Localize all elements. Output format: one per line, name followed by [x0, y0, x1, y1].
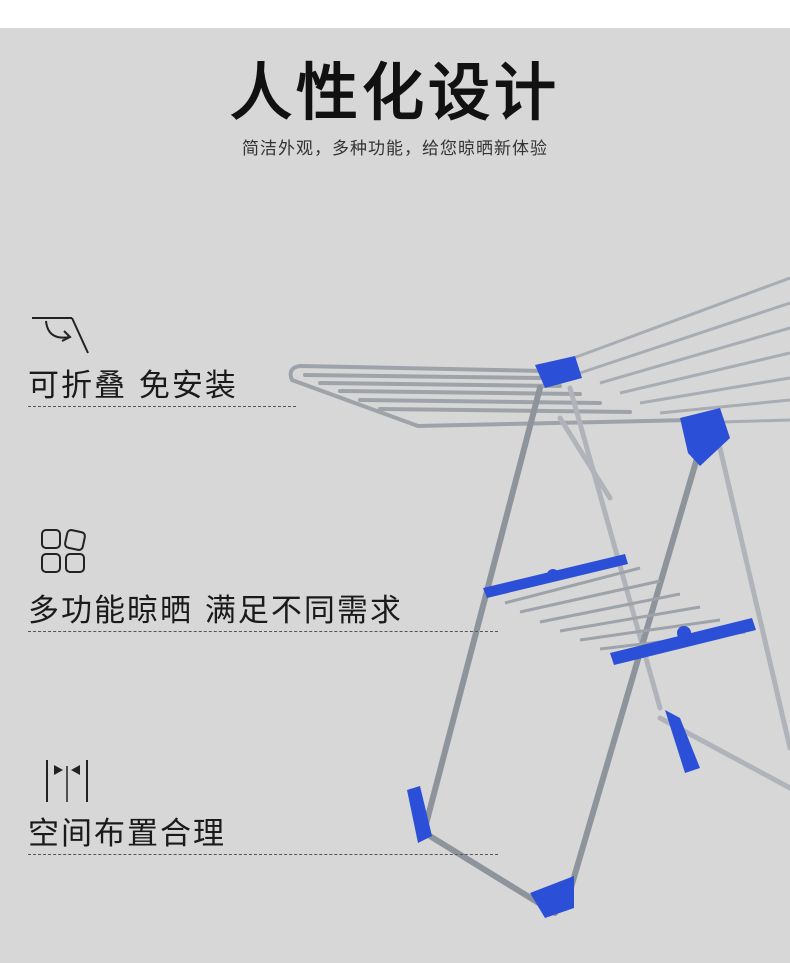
divider — [28, 631, 498, 632]
drying-rack-image — [288, 276, 790, 918]
page-title: 人性化设计 — [229, 56, 560, 129]
product-banner: 人性化设计 简洁外观，多种功能，给您晾晒新体验 — [0, 28, 790, 963]
feature-foldable-label: 可折叠 免安装 — [28, 368, 238, 404]
feature-multifunction-label: 多功能晾晒 满足不同需求 — [28, 593, 403, 629]
divider — [28, 406, 296, 407]
fold-icon — [32, 317, 89, 354]
divider — [28, 854, 498, 855]
grid-icon — [41, 529, 86, 573]
spacing-icon — [46, 760, 88, 802]
feature-space-label: 空间布置合理 — [28, 816, 226, 852]
page-subtitle: 简洁外观，多种功能，给您晾晒新体验 — [242, 139, 548, 159]
